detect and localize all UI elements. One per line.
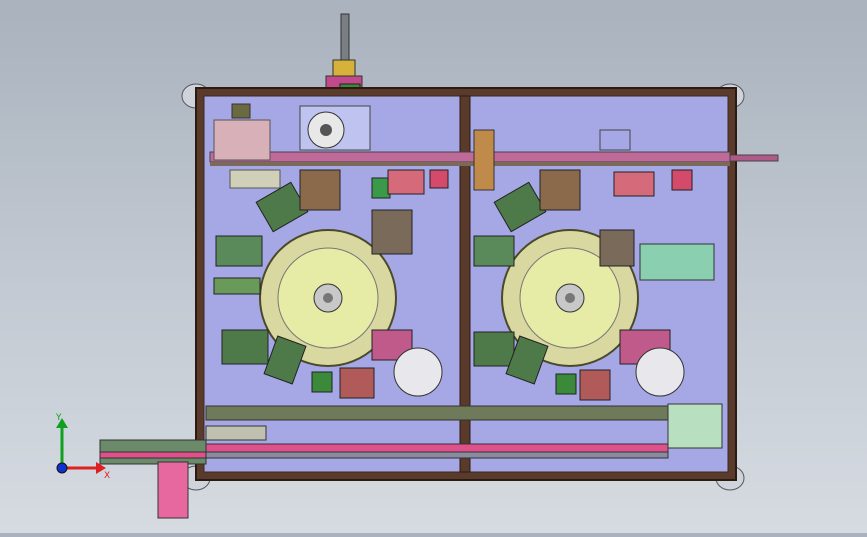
y-axis-label: Y xyxy=(55,413,62,423)
left-disc-housing[interactable] xyxy=(299,105,371,151)
outfeed-extension[interactable] xyxy=(99,439,207,519)
top-conveyor[interactable] xyxy=(209,151,779,166)
x-axis-label: X xyxy=(104,471,110,481)
left-rotary-table[interactable] xyxy=(259,229,397,367)
axis-triad: Y X xyxy=(55,413,110,481)
right-feeder[interactable] xyxy=(473,129,693,197)
left-feeder[interactable] xyxy=(213,103,281,189)
top-mast-assembly[interactable] xyxy=(325,13,363,97)
left-stations[interactable] xyxy=(213,169,449,399)
right-stations[interactable] xyxy=(473,169,715,401)
